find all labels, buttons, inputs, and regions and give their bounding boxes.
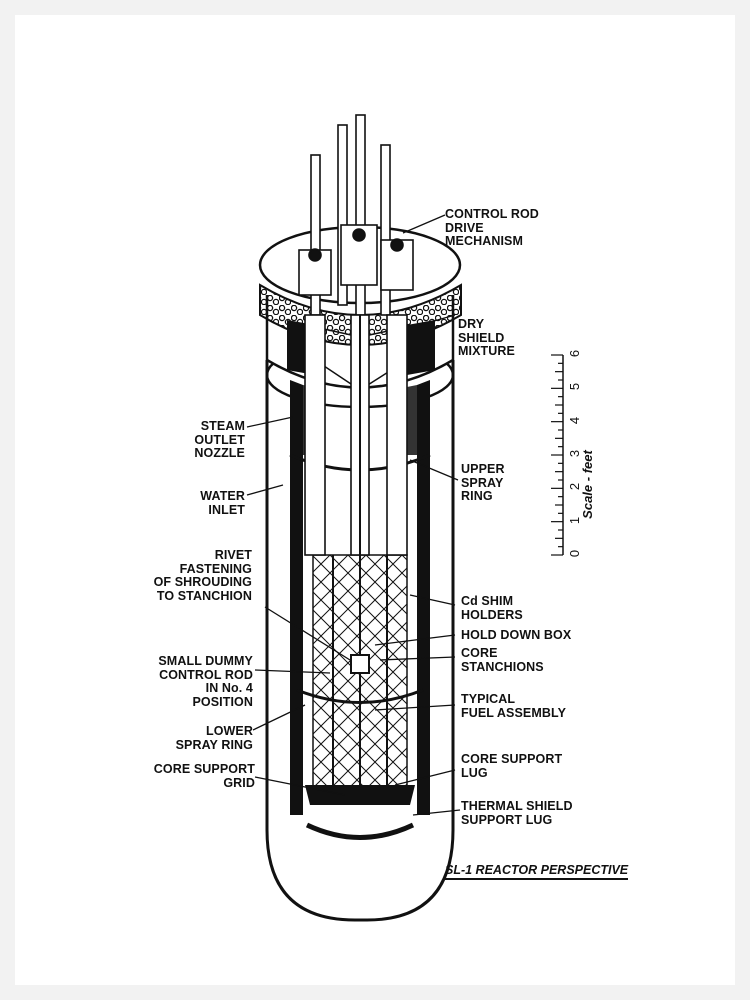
label-cd-shim-holders: Cd SHIM HOLDERS [461,594,523,622]
label-typical-fuel-assembly: TYPICAL FUEL ASSEMBLY [461,692,567,720]
label-control-rod-drive-mechanism: CONTROL ROD DRIVE MECHANISM [445,207,539,248]
lower-spray-ring [296,688,424,704]
leader-lines [246,214,461,816]
core-support-grid [305,785,415,805]
label-rivet-fastening: RIVET FASTENING OF SHROUDING TO STANCHIO… [153,548,252,603]
label-thermal-shield-support-lug: THERMAL SHIELD SUPPORT LUG [461,799,573,827]
label-core-stanchions: CORE STANCHIONS [461,646,544,674]
label-dry-shield-mixture: DRY SHIELD MIXTURE [458,317,515,358]
scale-title: Scale - feet [579,450,595,519]
poster-sheet: CONTROL ROD DRIVE MECHANISM DRY SHIELD M… [15,15,735,985]
label-core-support-lug: CORE SUPPORT LUG [461,752,563,780]
thermal-shield [305,822,415,840]
label-core-support-grid: CORE SUPPORT GRID [153,762,255,790]
label-steam-outlet-nozzle: STEAM OUTLET NOZZLE [194,419,245,460]
scale-bar [551,354,564,556]
drawing-caption: SL-1 REACTOR PERSPECTIVE [445,863,629,880]
scale-number: 0 [567,549,583,558]
label-water-inlet: WATER INLET [200,489,245,517]
scale-number: 6 [567,349,583,358]
scale-number: 4 [567,416,583,424]
drive-mechanisms [298,224,414,296]
label-upper-spray-ring: UPPER SPRAY RING [461,462,505,503]
label-small-dummy-control-rod: SMALL DUMMY CONTROL ROD IN No. 4 POSITIO… [158,654,253,709]
label-lower-spray-ring: LOWER SPRAY RING [175,724,253,752]
scale-number: 5 [567,383,583,391]
reactor-cutaway-drawing [246,114,564,922]
label-hold-down-box: HOLD DOWN BOX [461,628,572,642]
hold-down-box [350,654,370,674]
control-rods [304,114,408,655]
